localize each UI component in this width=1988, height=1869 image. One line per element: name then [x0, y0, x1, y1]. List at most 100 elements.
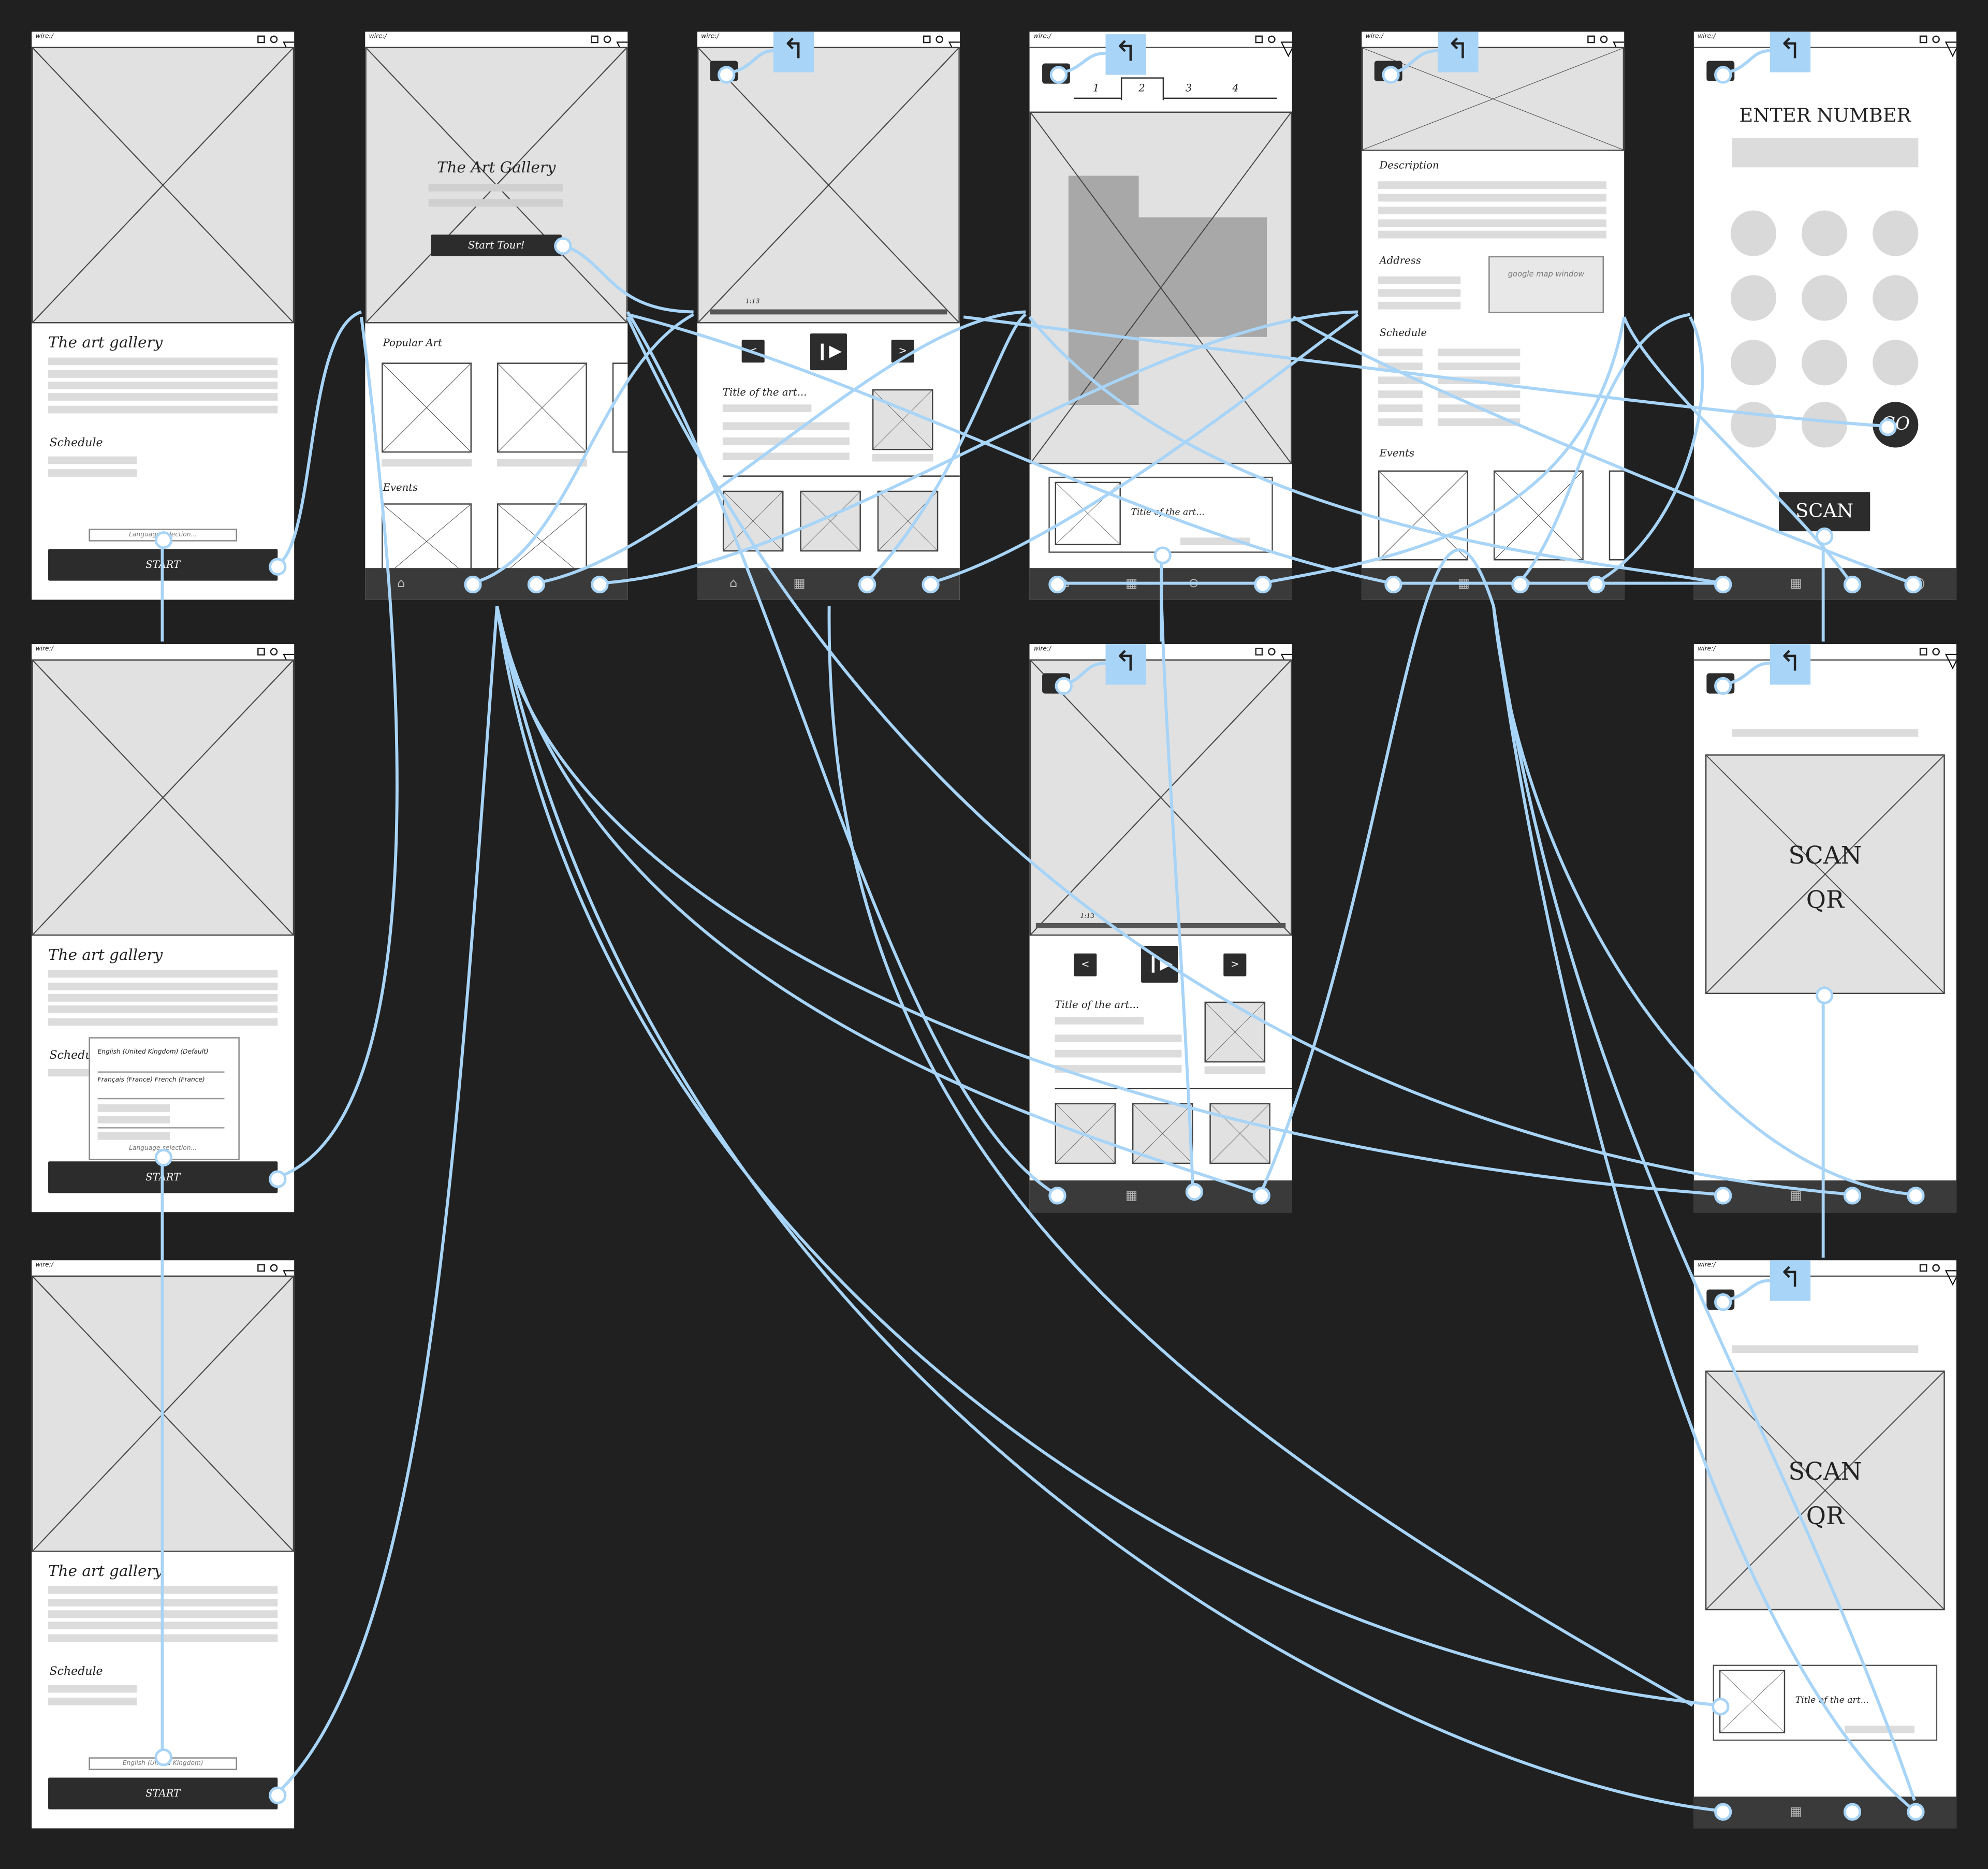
link-dot[interactable]	[718, 66, 736, 84]
progress-bar[interactable]	[1035, 923, 1286, 928]
link-dot[interactable]	[1153, 546, 1172, 564]
qr-icon[interactable]: ▦	[1790, 1189, 1802, 1204]
link-dot[interactable]	[1254, 575, 1272, 594]
keypad-key[interactable]	[1873, 210, 1919, 256]
link-dot[interactable]	[1815, 527, 1834, 546]
language-dropdown[interactable]: English (United Kingdom) (Default) Franç…	[89, 1037, 240, 1160]
link-dot[interactable]	[1714, 677, 1732, 695]
keypad-key[interactable]	[1802, 402, 1848, 448]
play-pause-button[interactable]: ❙▶	[1141, 945, 1178, 983]
start-tour-button[interactable]: Start Tour!	[431, 235, 562, 256]
back-arrow-icon[interactable]: ↰	[1438, 32, 1479, 72]
keypad-key[interactable]	[1873, 275, 1919, 321]
link-dot[interactable]	[1714, 1293, 1732, 1311]
floor-tab-1[interactable]: 1	[1093, 82, 1100, 94]
back-arrow-icon[interactable]: ↰	[773, 32, 814, 72]
floor-tab-2[interactable]: 2	[1138, 82, 1145, 94]
next-button[interactable]: >	[891, 340, 914, 363]
number-input[interactable]	[1732, 138, 1919, 168]
qr-icon[interactable]: ▦	[1457, 577, 1470, 591]
link-dot[interactable]	[1511, 575, 1529, 594]
qr-icon[interactable]: ▦	[793, 577, 806, 591]
link-dot[interactable]	[1049, 66, 1068, 84]
back-arrow-icon[interactable]: ↰	[1770, 32, 1811, 72]
scan-button[interactable]: SCAN	[1778, 492, 1870, 532]
back-arrow-icon[interactable]: ↰	[1770, 1260, 1811, 1301]
qr-icon[interactable]: ▦	[1125, 577, 1138, 591]
art-card[interactable]: Title of the art...	[1048, 476, 1273, 553]
link-dot[interactable]	[1714, 575, 1732, 594]
play-pause-button[interactable]: ❙▶	[810, 333, 847, 371]
keypad-key[interactable]	[1730, 275, 1777, 321]
link-dot[interactable]	[527, 575, 546, 594]
link-dot[interactable]	[1587, 575, 1605, 594]
link-dot[interactable]	[464, 575, 482, 594]
art-thumbnail[interactable]	[497, 362, 587, 453]
keypad-key[interactable]	[1730, 402, 1777, 448]
link-dot[interactable]	[1815, 986, 1834, 1004]
qr-icon[interactable]: ▦	[1790, 1805, 1802, 1820]
qr-camera-view[interactable]: SCAN QR	[1705, 754, 1945, 995]
link-dot[interactable]	[858, 575, 876, 594]
floor-tab-3[interactable]: 3	[1185, 82, 1192, 94]
link-dot[interactable]	[1714, 66, 1732, 84]
next-button[interactable]: >	[1223, 953, 1247, 976]
link-dot[interactable]	[1048, 1187, 1066, 1205]
home-icon[interactable]: ⌂	[729, 577, 738, 591]
link-dot[interactable]	[1843, 1187, 1862, 1205]
prev-button[interactable]: <	[1074, 953, 1097, 976]
link-dot[interactable]	[1907, 1803, 1925, 1821]
link-dot[interactable]	[1382, 66, 1400, 84]
back-arrow-icon[interactable]: ↰	[1105, 644, 1146, 685]
link-dot[interactable]	[1843, 575, 1862, 594]
events-heading: Events	[1379, 447, 1415, 459]
start-button[interactable]: START	[48, 549, 278, 581]
art-card[interactable]: Title of the art...	[1713, 1664, 1938, 1741]
link-dot[interactable]	[922, 575, 940, 594]
link-dot[interactable]	[1252, 1187, 1270, 1205]
link-dot[interactable]	[1712, 1698, 1730, 1716]
back-arrow-icon[interactable]: ↰	[1770, 644, 1811, 685]
link-dot[interactable]	[1384, 575, 1402, 594]
start-button[interactable]: START	[48, 1777, 278, 1809]
link-dot[interactable]	[1879, 418, 1897, 436]
language-option-en[interactable]: English (United Kingdom) (Default)	[97, 1048, 209, 1057]
link-dot[interactable]	[1843, 1803, 1862, 1821]
prev-button[interactable]: <	[741, 340, 765, 363]
description-heading: Description	[1379, 159, 1439, 171]
link-dot[interactable]	[1907, 1187, 1925, 1205]
back-arrow-icon[interactable]: ↰	[1105, 34, 1146, 75]
link-dot[interactable]	[1185, 1182, 1204, 1201]
link-dot[interactable]	[269, 558, 287, 576]
qr-icon[interactable]: ▦	[1790, 577, 1802, 591]
link-dot[interactable]	[554, 237, 572, 255]
floor-map[interactable]	[1029, 111, 1292, 464]
link-dot[interactable]	[154, 1748, 173, 1766]
link-dot[interactable]	[1904, 575, 1922, 594]
keypad-key[interactable]	[1730, 340, 1777, 386]
keypad-key[interactable]	[1802, 340, 1848, 386]
link-dot[interactable]	[154, 531, 173, 549]
art-title: Title of the art...	[722, 386, 807, 398]
link-dot[interactable]	[1714, 1187, 1732, 1205]
link-dot[interactable]	[269, 1170, 287, 1188]
progress-bar[interactable]	[710, 309, 947, 315]
floor-tab-4[interactable]: 4	[1232, 82, 1239, 94]
keypad-key[interactable]	[1802, 210, 1848, 256]
keypad-key[interactable]	[1873, 340, 1919, 386]
keypad-key[interactable]	[1802, 275, 1848, 321]
home-icon[interactable]: ⌂	[397, 577, 405, 591]
art-thumbnail[interactable]	[382, 362, 472, 453]
qr-camera-view[interactable]: SCAN QR	[1705, 1370, 1945, 1611]
language-option-fr[interactable]: Français (France) French (France)	[97, 1076, 205, 1084]
keypad-key[interactable]	[1730, 210, 1777, 256]
pin-icon[interactable]: ⊙	[1188, 577, 1199, 591]
enter-number-title: ENTER NUMBER	[1739, 104, 1911, 127]
link-dot[interactable]	[1055, 677, 1073, 695]
qr-icon[interactable]: ▦	[1125, 1189, 1138, 1204]
link-dot[interactable]	[154, 1148, 173, 1167]
link-dot[interactable]	[1714, 1803, 1732, 1821]
link-dot[interactable]	[1048, 575, 1066, 594]
link-dot[interactable]	[269, 1786, 287, 1804]
link-dot[interactable]	[591, 575, 609, 594]
